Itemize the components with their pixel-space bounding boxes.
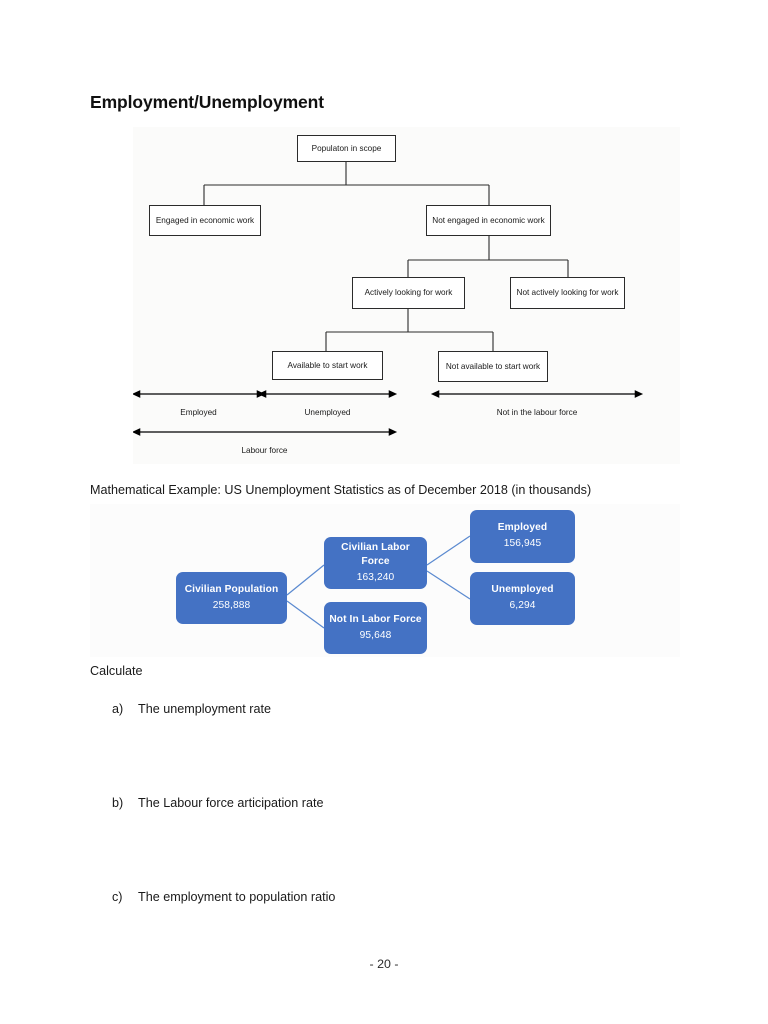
blue-node-employed: Employed 156,945 xyxy=(470,510,575,563)
blue-node-civilian-labor-force: Civilian Labor Force 163,240 xyxy=(324,537,427,589)
tree-node-engaged-economic-work: Engaged in economic work xyxy=(149,205,261,236)
us-unemployment-flow-figure: Civilian Population 258,888 Civilian Lab… xyxy=(90,504,680,657)
page-number-footer: - 20 - xyxy=(369,957,399,971)
tree-connector-lines xyxy=(133,162,644,436)
blue-node-unemployed: Unemployed 6,294 xyxy=(470,572,575,625)
bracket-label-employed: Employed xyxy=(180,408,217,417)
calculate-item-a-text: The unemployment rate xyxy=(138,702,272,716)
calculate-item-c-marker: c) xyxy=(112,890,123,904)
blue-connector-lines xyxy=(286,535,471,629)
calculate-item-c: c) The employment to population ratio xyxy=(112,890,335,904)
blue-node-civilian-population: Civilian Population 258,888 xyxy=(176,572,287,624)
calculate-item-c-text: The employment to population ratio xyxy=(138,890,336,904)
tree-node-actively-looking-for-work: Actively looking for work xyxy=(352,277,465,309)
bracket-label-labour-force: Labour force xyxy=(241,446,288,455)
tree-node-not-actively-looking-for-work: Not actively looking for work xyxy=(510,277,625,309)
page-title: Employment/Unemployment xyxy=(90,92,324,112)
calculate-item-b-marker: b) xyxy=(112,796,124,810)
math-example-caption: Mathematical Example: US Unemployment St… xyxy=(90,483,592,497)
tree-node-population-in-scope: Populaton in scope xyxy=(297,135,396,162)
bracket-label-unemployed: Unemployed xyxy=(304,408,351,417)
calculate-item-a-marker: a) xyxy=(112,702,124,716)
blue-node-not-in-labor-force: Not In Labor Force 95,648 xyxy=(324,602,427,654)
calculate-item-a: a) The unemployment rate xyxy=(112,702,271,716)
tree-node-not-available-to-start-work: Not available to start work xyxy=(438,351,548,382)
tree-node-not-engaged-economic-work: Not engaged in economic work xyxy=(426,205,551,236)
tree-node-available-to-start-work: Available to start work xyxy=(272,351,383,380)
calculate-lead-in: Calculate xyxy=(90,664,143,678)
bracket-label-not-in-labour-force: Not in the labour force xyxy=(496,408,578,417)
employment-classification-tree-figure: Populaton in scope Engaged in economic w… xyxy=(133,127,680,464)
calculate-item-b-text: The Labour force articipation rate xyxy=(138,796,324,810)
calculate-item-b: b) The Labour force articipation rate xyxy=(112,796,324,810)
